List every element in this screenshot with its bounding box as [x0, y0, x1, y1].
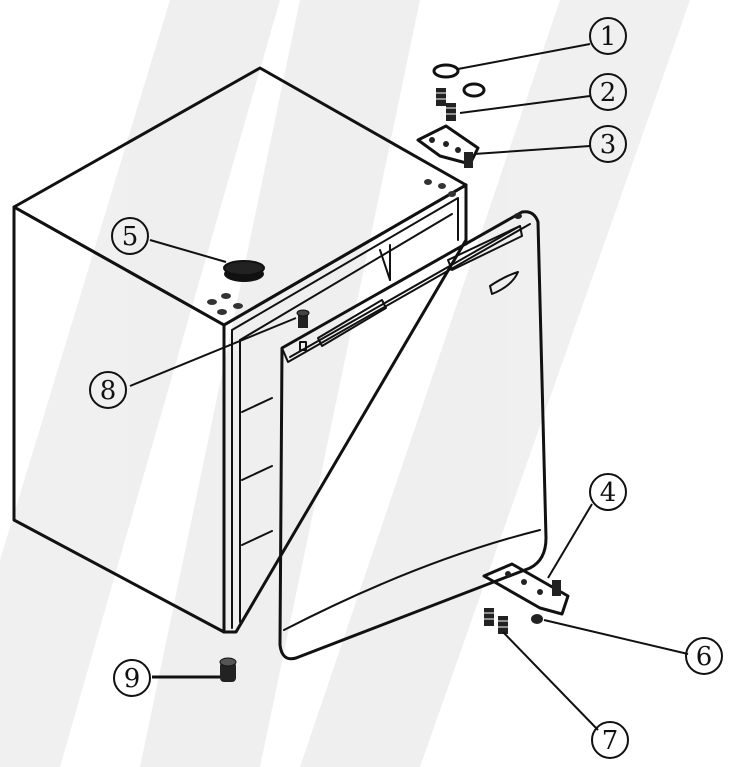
callout-9: 9 [113, 659, 151, 697]
top-left-hole-c [217, 309, 227, 315]
part-6-nut [531, 614, 543, 624]
callout-7: 7 [591, 721, 629, 759]
fridge-door [278, 210, 548, 661]
part-9-foot [219, 657, 237, 682]
leader-lines [129, 43, 689, 731]
svg-text:6: 6 [696, 642, 713, 672]
part-5-top-plug [223, 260, 265, 282]
callout-2: 2 [589, 73, 627, 111]
top-right-hole-c [448, 191, 456, 197]
callout-8: 8 [89, 371, 127, 409]
top-right-hole-b [438, 183, 446, 189]
top-left-hole-a [207, 299, 217, 305]
part-7-screws [484, 608, 508, 634]
top-right-hole-a [424, 179, 432, 185]
svg-text:1: 1 [600, 22, 617, 52]
svg-text:2: 2 [600, 78, 617, 108]
callout-6: 6 [685, 637, 723, 675]
callout-1: 1 [589, 17, 627, 55]
svg-text:5: 5 [122, 222, 139, 252]
part-4-bottom-hinge [482, 562, 570, 616]
part-1-washer [432, 63, 486, 98]
door-top-hole [514, 213, 522, 219]
watermark [0, 0, 690, 767]
part-2-screws [436, 88, 456, 121]
part-8-hinge-pin [296, 309, 310, 328]
svg-text:9: 9 [124, 664, 141, 694]
part-3-top-hinge [416, 124, 480, 168]
svg-text:7: 7 [602, 726, 619, 756]
svg-text:3: 3 [600, 130, 617, 160]
top-left-hole-b [221, 293, 231, 299]
callout-5: 5 [111, 217, 149, 255]
top-left-hole-d [233, 303, 243, 309]
callout-4: 4 [589, 473, 627, 511]
svg-text:4: 4 [600, 478, 617, 508]
svg-text:8: 8 [100, 376, 117, 406]
callout-3: 3 [589, 125, 627, 163]
fridge-cabinet [12, 66, 468, 634]
